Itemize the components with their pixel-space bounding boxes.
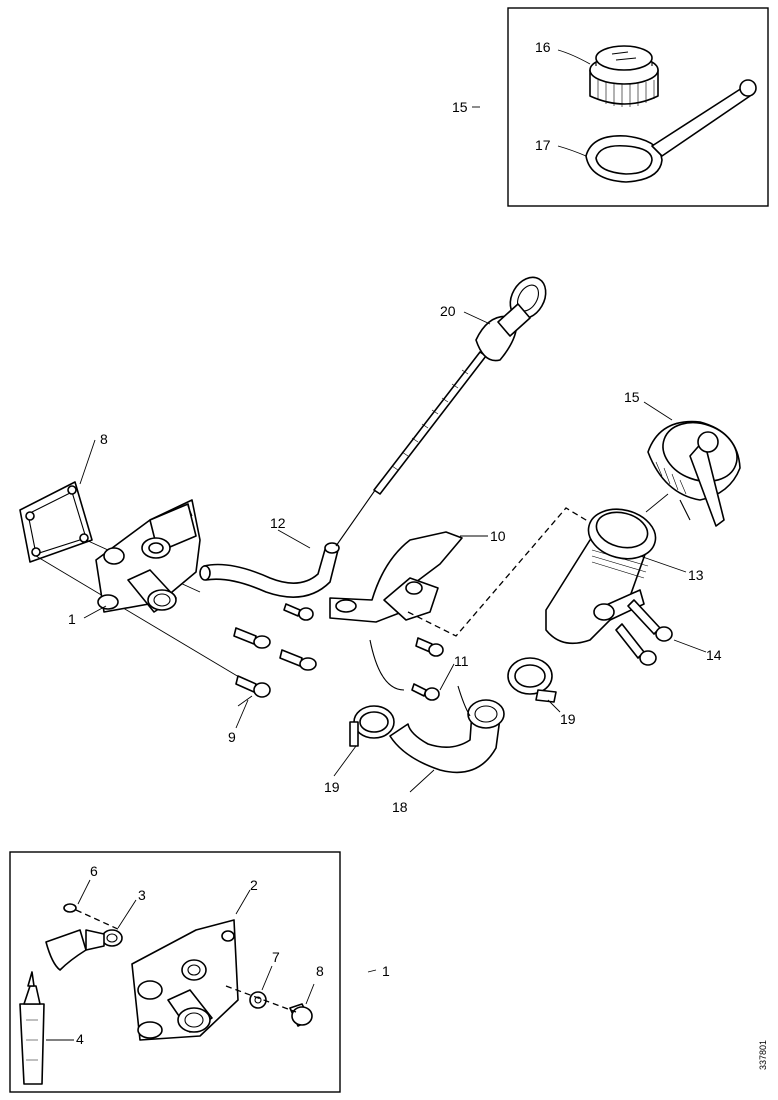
hose-clamp-left-part — [349, 705, 395, 747]
callout-10: 10 — [490, 528, 506, 544]
filler-cap-part — [589, 45, 659, 107]
thermostat-part — [45, 929, 123, 971]
callout-19-right: 19 — [560, 711, 576, 727]
callout-18: 18 — [392, 799, 408, 815]
callout-11: 11 — [454, 653, 469, 669]
thermostat-housing-part — [95, 499, 201, 613]
plug-part — [289, 1003, 313, 1027]
callout-6-inset: 6 — [90, 863, 98, 879]
reference-code: 337801 — [758, 1040, 768, 1070]
callout-20: 20 — [440, 303, 456, 319]
callout-1-inset-ref: 1 — [382, 963, 390, 979]
callout-2: 2 — [250, 877, 258, 893]
washer-part — [249, 991, 267, 1009]
callout-4: 4 — [76, 1031, 84, 1047]
callout-1-housing: 1 — [68, 611, 76, 627]
callout-15-inset-ref: 15 — [452, 99, 468, 115]
callout-14: 14 — [706, 647, 722, 663]
callout-9: 9 — [228, 729, 236, 745]
callout-8-inset: 8 — [316, 963, 324, 979]
bolt-set-bracket — [411, 637, 444, 701]
bolt-set-housing — [233, 603, 317, 698]
callout-17: 17 — [535, 137, 551, 153]
callout-8-gasket: 8 — [100, 431, 108, 447]
callout-19-left: 19 — [324, 779, 340, 795]
cap-wrench-part — [585, 79, 757, 183]
filler-cap-assembled-part — [647, 420, 741, 527]
callout-7: 7 — [272, 949, 280, 965]
inset-frame-bottom — [9, 851, 341, 1093]
sealant-tube-part — [19, 971, 45, 1085]
callout-16: 16 — [535, 39, 551, 55]
inset-frame-top — [507, 7, 769, 207]
screw-part — [63, 903, 121, 931]
callout-12: 12 — [270, 515, 286, 531]
dipstick-tube-part — [335, 276, 547, 547]
inset-housing-assembly: 4 3 6 2 — [9, 851, 341, 1093]
oil-filler-neck-part — [545, 508, 657, 645]
bolt-set-filler — [615, 599, 673, 666]
small-hose-part — [199, 542, 340, 598]
elbow-hose-part — [389, 685, 505, 774]
callout-13: 13 — [688, 567, 704, 583]
housing-cover-part — [131, 919, 239, 1041]
callout-15-main: 15 — [624, 389, 640, 405]
callout-3: 3 — [138, 887, 146, 903]
inset-cap-wrench: 16 17 — [507, 7, 769, 207]
hose-clamp-right-part — [507, 657, 557, 703]
gasket-part — [19, 481, 93, 563]
bracket-part — [329, 531, 463, 691]
